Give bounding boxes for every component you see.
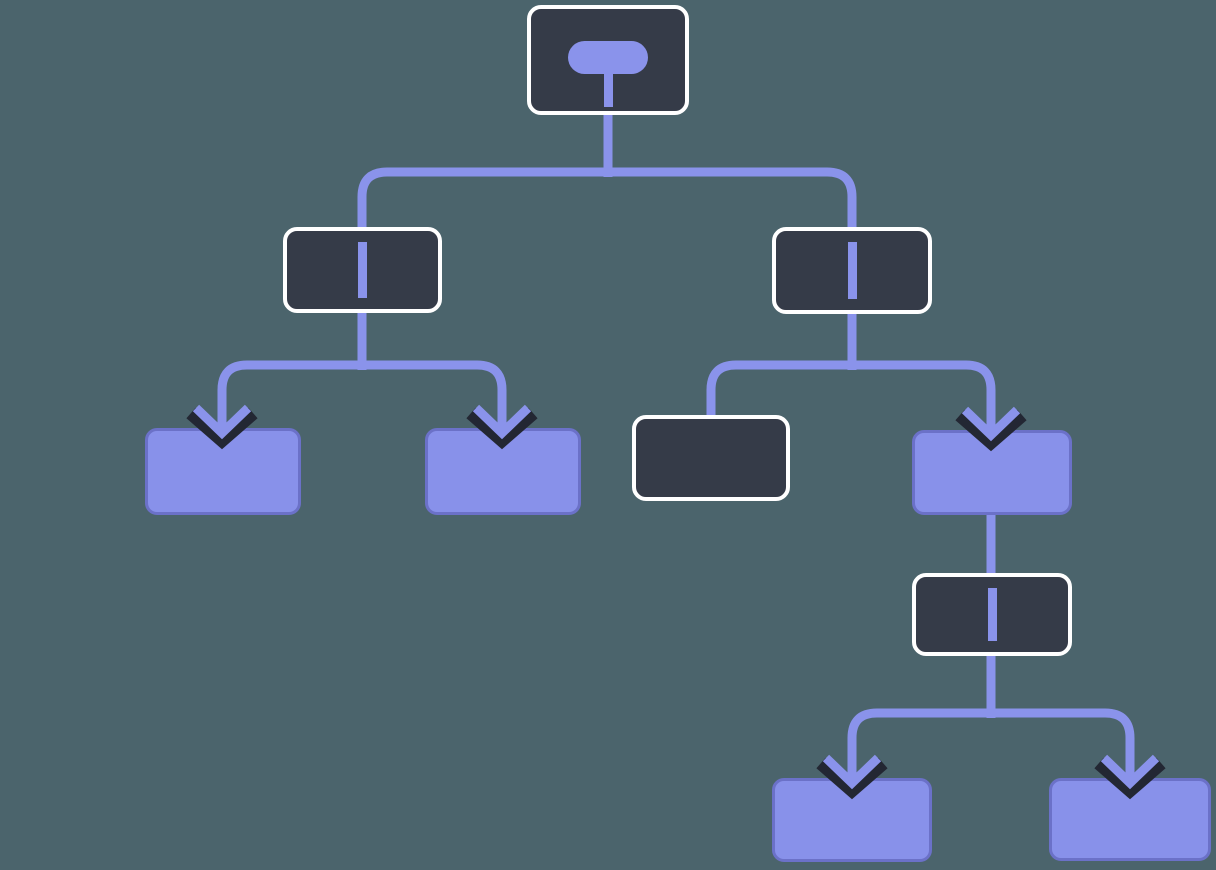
edge-tee-left [217,360,507,413]
arrow-down-icon [822,754,882,790]
arrow-shadow-chevron-icon [1094,757,1166,800]
edge-tee-right [706,360,996,422]
node-root[interactable] [527,5,689,115]
arrow-shadow-chevron-icon [186,407,258,450]
arrow-down-icon [1100,754,1160,790]
arrow-down-icon [961,406,1021,442]
through-line-icon [987,588,997,641]
pill-stem-icon [603,69,613,107]
edge-tee-top [357,167,857,234]
edge-tee-bottom [847,708,1135,761]
arrow-down-icon [472,404,532,440]
pill-icon [568,41,648,74]
arrow-shadow-chevron-icon [955,409,1027,452]
node-branch-right[interactable] [772,227,932,314]
node-branch-left[interactable] [283,227,442,313]
arrow-shadow-chevron-icon [466,407,538,450]
through-line-icon [358,242,367,298]
node-branch-mid[interactable] [912,573,1072,656]
arrow-down-icon [192,404,252,440]
through-line-icon [847,242,857,299]
node-leaf-dark[interactable] [632,415,790,501]
arrow-shadow-chevron-icon [816,757,888,800]
